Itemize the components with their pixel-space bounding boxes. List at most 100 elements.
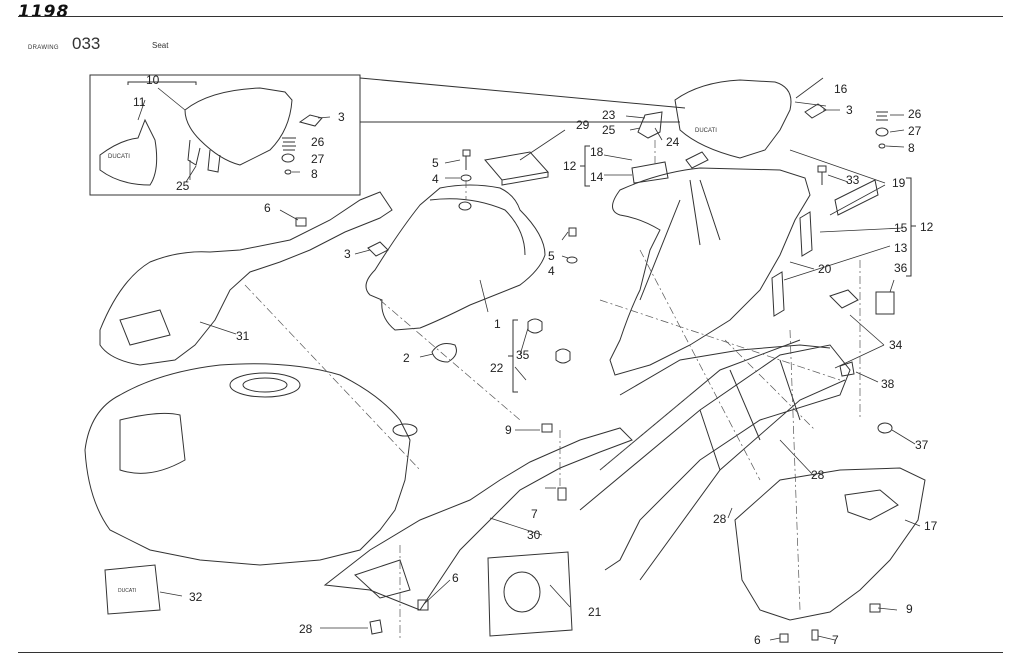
bracket-38 — [839, 361, 855, 377]
nut-8-right — [878, 143, 886, 149]
brace-22 — [508, 319, 518, 393]
callout-24: 24 — [666, 135, 680, 149]
model-logo: 1198 — [18, 2, 70, 22]
screw-9-bottom — [869, 603, 881, 613]
decal-15 — [799, 211, 813, 257]
callout-26: 26 — [908, 107, 922, 121]
callout-3: 3 — [846, 103, 853, 117]
callout-13: 13 — [894, 241, 908, 255]
screw-33 — [817, 165, 827, 185]
callout-34: 34 — [889, 338, 903, 352]
tail-cover-12 — [609, 167, 811, 376]
svg-text:DUCATI: DUCATI — [108, 154, 130, 160]
callout-6: 6 — [452, 571, 459, 585]
callout-23: 23 — [602, 108, 616, 122]
washer-4-right — [566, 256, 578, 264]
bracket-23 — [637, 111, 663, 139]
drawing-number: 033 — [72, 34, 101, 53]
callout-18: 18 — [590, 145, 604, 159]
callout-14: 14 — [590, 170, 604, 184]
washer-27-inset — [281, 153, 295, 163]
callout-9: 9 — [906, 602, 913, 616]
screw-7-center — [557, 487, 567, 501]
rear-subframe — [579, 339, 851, 581]
callout-19: 19 — [892, 176, 906, 190]
callout-2: 2 — [403, 351, 410, 365]
callout-5: 5 — [432, 156, 439, 170]
panel-30 — [323, 427, 633, 611]
booklet-29 — [484, 151, 549, 186]
nut-8-inset — [284, 169, 292, 175]
screw-5-right — [568, 227, 577, 237]
callout-8: 8 — [311, 167, 318, 181]
construction-lines — [244, 140, 861, 640]
rubber-3-right — [804, 103, 827, 119]
callout-3: 3 — [344, 247, 351, 261]
callout-28: 28 — [713, 512, 727, 526]
callout-5: 5 — [548, 249, 555, 263]
callout-6: 6 — [264, 201, 271, 215]
seat-cover-16 — [674, 79, 792, 159]
callout-17: 17 — [924, 519, 938, 533]
undertail-17 — [734, 467, 926, 621]
callout-27: 27 — [908, 124, 922, 138]
callout-8: 8 — [908, 141, 915, 155]
brace-12-right — [906, 177, 916, 277]
callout-12: 12 — [920, 220, 934, 234]
callout-33: 33 — [846, 173, 860, 187]
rider-seat-1 — [365, 184, 546, 331]
callout-21: 21 — [588, 605, 602, 619]
callout-32: 32 — [189, 590, 203, 604]
o-ring-37 — [877, 422, 893, 434]
latch-2 — [431, 343, 457, 363]
header-rule — [18, 16, 1003, 17]
seat-cover-11 — [99, 118, 158, 186]
callout-15: 15 — [894, 221, 908, 235]
bush-35b — [555, 348, 571, 364]
screw-6-tank — [295, 217, 307, 227]
callout-3: 3 — [338, 110, 345, 124]
fuel-tank — [84, 363, 411, 566]
callout-11: 11 — [133, 95, 146, 109]
lock-34 — [829, 289, 859, 309]
washer-27-right — [875, 127, 889, 137]
inset-projection-lines — [359, 77, 686, 123]
callout-4: 4 — [432, 172, 439, 186]
label-36 — [875, 291, 895, 315]
footer-rule — [18, 652, 1003, 653]
callout-38: 38 — [881, 377, 895, 391]
drawing-title: Seat — [152, 41, 169, 50]
callout-22: 22 — [490, 361, 504, 375]
bracket-10 — [127, 81, 197, 85]
callout-7: 7 — [531, 507, 538, 521]
callout-7: 7 — [832, 633, 839, 647]
callout-28: 28 — [811, 468, 825, 482]
callout-30: 30 — [527, 528, 541, 542]
svg-text:DUCATI: DUCATI — [695, 128, 717, 134]
callout-28: 28 — [299, 622, 313, 636]
spring-26-inset — [282, 137, 296, 151]
screw-6-panel — [417, 599, 429, 611]
sticker-18 — [685, 151, 709, 169]
screw-5-left — [462, 149, 471, 170]
rubber-3-inset — [298, 114, 323, 127]
decal-13 — [771, 271, 785, 317]
callout-10: 10 — [146, 73, 160, 87]
leader-lines — [137, 77, 921, 641]
sticker-14 — [631, 161, 669, 184]
callout-36: 36 — [894, 261, 908, 275]
callout-27: 27 — [311, 152, 325, 166]
callout-6: 6 — [754, 633, 761, 647]
callout-16: 16 — [834, 82, 848, 96]
tool-kit-32 — [104, 564, 161, 615]
rubber-3-mid — [367, 241, 389, 257]
passenger-seat-10 — [184, 87, 293, 166]
callout-31: 31 — [236, 329, 250, 343]
callout-37: 37 — [915, 438, 929, 452]
callout-12: 12 — [563, 159, 577, 173]
inner-panel-21 — [487, 551, 573, 637]
callout-1: 1 — [494, 317, 501, 331]
bush-35 — [527, 318, 543, 334]
callout-labels: 1 2 3 3 3 4 4 5 5 6 6 6 7 7 8 8 9 9 10 1… — [133, 73, 938, 647]
